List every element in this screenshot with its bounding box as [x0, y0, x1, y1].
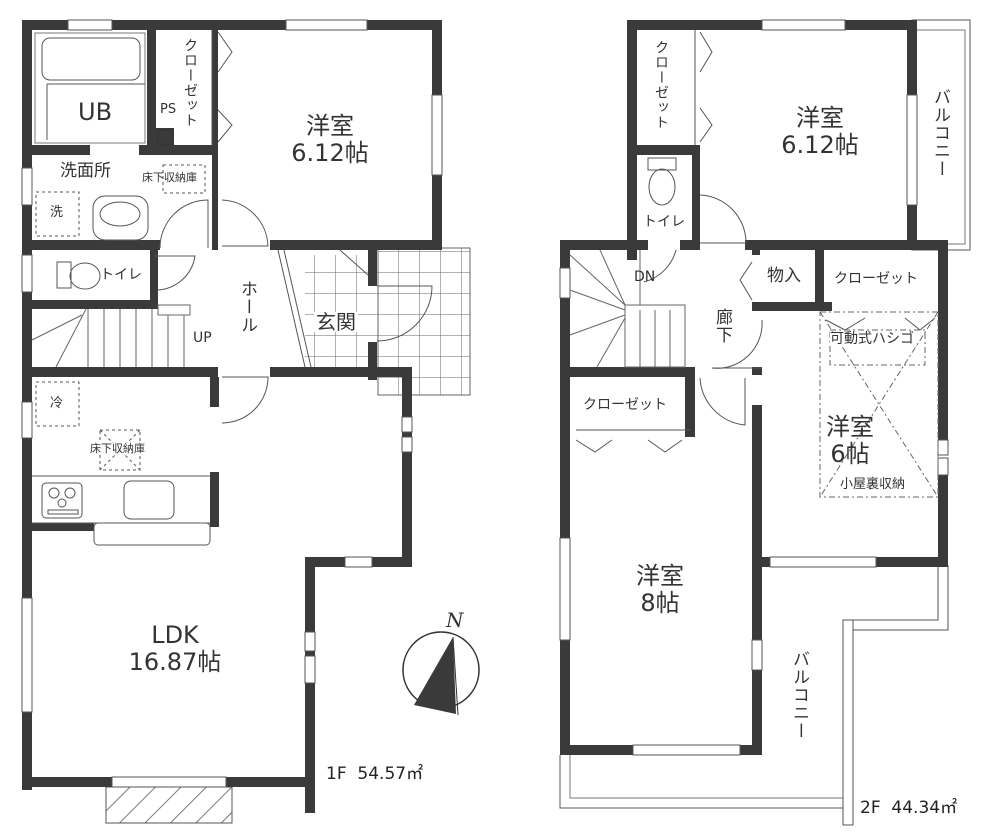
label-washroom: 洗面所	[60, 161, 111, 181]
room-size: 8帖	[640, 588, 680, 617]
room-name: 洋室	[636, 562, 684, 590]
label-up: UP	[193, 330, 212, 346]
label-toilet-2f: トイレ	[643, 214, 685, 230]
floor-label: 2F	[860, 798, 881, 818]
label-closet-2f-left: クローゼット	[583, 397, 667, 413]
room-western-2f-c: 洋室 8帖	[610, 563, 710, 617]
label-fridge: 冷	[50, 396, 64, 411]
room-western-2f-a: 洋室 6.12帖	[760, 105, 880, 159]
compass-icon	[402, 631, 480, 716]
windows-1f	[21, 19, 443, 788]
label-entrance: 玄関	[314, 310, 358, 334]
room-size: 6帖	[830, 439, 870, 468]
floor-1-area: 1F 54.57㎡	[326, 766, 423, 783]
label-ladder: 可動式ハシゴ	[830, 331, 914, 347]
room-ldk: LDK 16.87帖	[115, 622, 235, 676]
floor-2	[559, 19, 971, 826]
floor-2-area: 2F 44.34㎡	[860, 800, 957, 817]
windows-2f	[559, 19, 949, 756]
room-name: 洋室	[306, 112, 354, 140]
label-hall: ホール	[237, 280, 257, 334]
room-name: 洋室	[796, 104, 844, 132]
label-underfloor-storage-kitchen: 床下収納庫	[90, 442, 145, 455]
room-western-2f-b: 洋室 6帖	[800, 414, 900, 468]
walls-2f	[560, 20, 948, 755]
label-balcony-top: バルコニー	[930, 88, 950, 178]
label-balcony-bottom: バルコニー	[789, 650, 809, 740]
floor-area: 44.34㎡	[891, 798, 958, 818]
label-down: DN	[634, 269, 656, 285]
label-attic-storage: 小屋裏収納	[840, 477, 906, 492]
room-name: LDK	[151, 621, 199, 649]
room-name: 洋室	[826, 413, 874, 441]
label-bath: UB	[78, 98, 113, 126]
floor-area: 54.57㎡	[357, 764, 424, 784]
label-closet-1f: クローゼット	[182, 38, 198, 128]
floor-label: 1F	[326, 764, 347, 784]
room-size: 6.12帖	[291, 138, 369, 167]
label-closet-2f-right: クローゼット	[834, 271, 918, 287]
walls-1f	[22, 20, 442, 813]
label-washer: 洗	[50, 205, 64, 220]
label-toilet-1f: トイレ	[100, 267, 142, 283]
room-size: 16.87帖	[128, 647, 222, 676]
label-corridor: 廊下	[712, 308, 732, 344]
floor-1	[21, 19, 471, 824]
compass-north-label: N	[446, 608, 464, 632]
label-underfloor-storage-wash: 床下収納庫	[142, 171, 197, 184]
label-closet-2f-top: クローゼット	[653, 40, 669, 130]
room-western-1f: 洋室 6.12帖	[270, 113, 390, 167]
room-size: 6.12帖	[781, 130, 859, 159]
label-storage: 物入	[767, 266, 801, 286]
label-ps: PS	[160, 102, 177, 117]
